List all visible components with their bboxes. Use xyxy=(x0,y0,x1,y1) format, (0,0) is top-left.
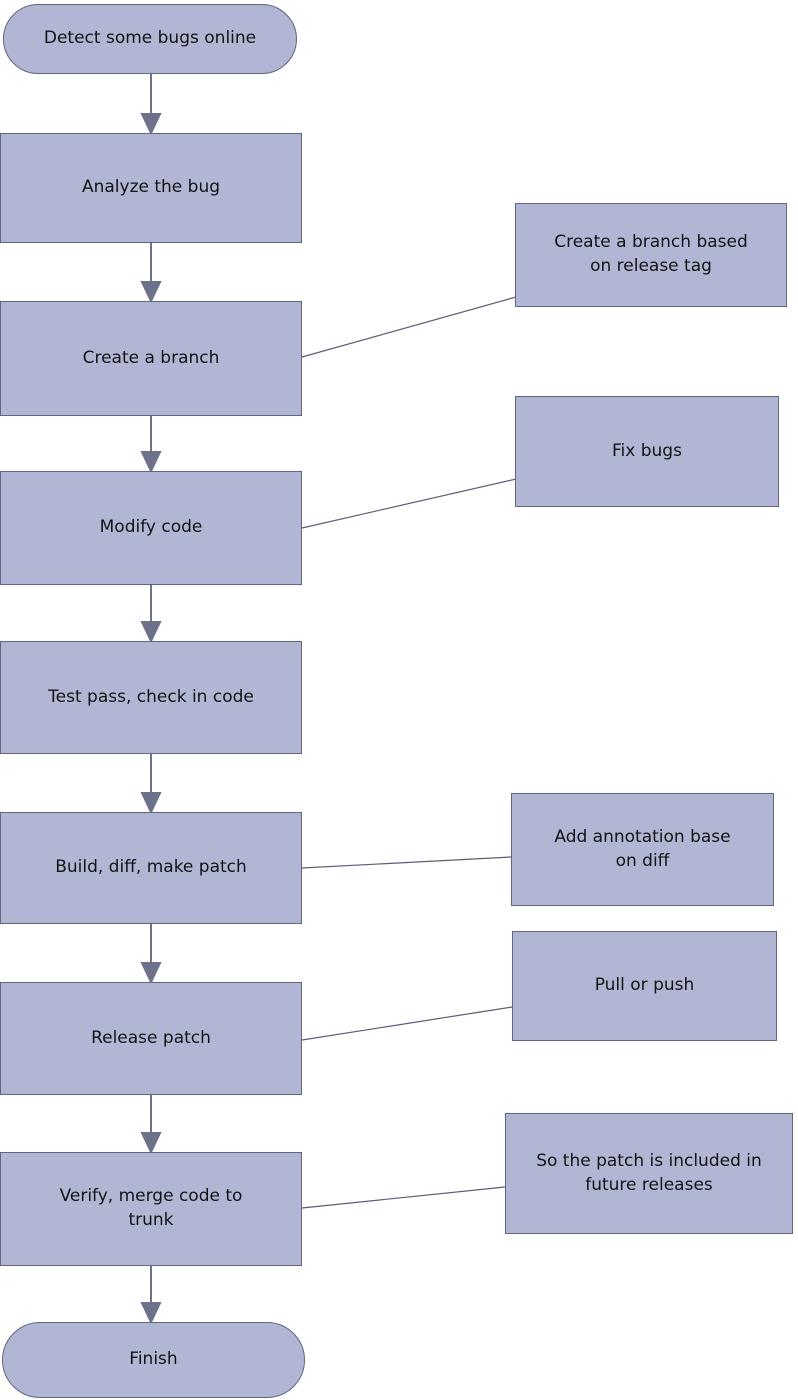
annotation-fix-bugs-label: Fix bugs xyxy=(612,440,682,461)
arrowhead-create-branch-to-modify xyxy=(140,451,162,474)
node-modify-code-label: Modify code xyxy=(99,517,203,538)
node-build-diff-patch: Build, diff, make patch xyxy=(0,812,302,924)
arrowhead-build-to-release xyxy=(140,962,162,985)
annotation-create-branch-based-label: Create a branch based on release tag xyxy=(554,232,748,276)
node-start: Detect some bugs online xyxy=(3,4,297,74)
node-verify-merge-label: Verify, merge code to trunk xyxy=(59,1186,243,1230)
connector-add-annotation-annotation xyxy=(301,856,512,869)
node-create-branch-label: Create a branch xyxy=(82,347,220,368)
node-finish: Finish xyxy=(2,1322,305,1398)
annotation-future-releases: So the patch is included in future relea… xyxy=(505,1113,793,1234)
annotation-pull-or-push: Pull or push xyxy=(512,931,777,1041)
node-build-diff-patch-label: Build, diff, make patch xyxy=(55,857,247,878)
node-finish-label: Finish xyxy=(129,1349,178,1370)
node-create-branch: Create a branch xyxy=(0,301,302,416)
arrowhead-analyze-to-create-branch xyxy=(140,281,162,304)
node-modify-code: Modify code xyxy=(0,471,302,585)
connector-create-branch-annotation xyxy=(301,296,517,358)
node-test-pass-label: Test pass, check in code xyxy=(48,686,254,707)
node-verify-merge: Verify, merge code to trunk xyxy=(0,1152,302,1266)
arrowhead-test-to-build xyxy=(140,792,162,815)
arrowhead-release-to-verify xyxy=(140,1132,162,1155)
node-analyze-bug: Analyze the bug xyxy=(0,133,302,243)
node-start-label: Detect some bugs online xyxy=(43,28,257,49)
node-analyze-bug-label: Analyze the bug xyxy=(81,177,221,198)
connector-fix-bugs-annotation xyxy=(301,478,517,529)
node-release-patch-label: Release patch xyxy=(91,1027,211,1048)
annotation-add-annotation-label: Add annotation base on diff xyxy=(554,826,731,871)
node-release-patch: Release patch xyxy=(0,982,302,1095)
connector-future-releases-annotation xyxy=(301,1186,506,1209)
connector-pull-push-annotation xyxy=(301,1006,513,1041)
annotation-add-annotation: Add annotation base on diff xyxy=(511,793,774,906)
annotation-future-releases-label: So the patch is included in future relea… xyxy=(536,1150,762,1195)
annotation-pull-or-push-label: Pull or push xyxy=(594,975,695,996)
arrowhead-verify-to-finish xyxy=(140,1302,162,1325)
arrowhead-start-to-analyze xyxy=(140,113,162,136)
annotation-fix-bugs: Fix bugs xyxy=(515,396,779,507)
annotation-create-branch-based: Create a branch based on release tag xyxy=(515,203,787,307)
arrowhead-modify-to-test xyxy=(140,621,162,644)
node-test-pass: Test pass, check in code xyxy=(0,641,302,754)
